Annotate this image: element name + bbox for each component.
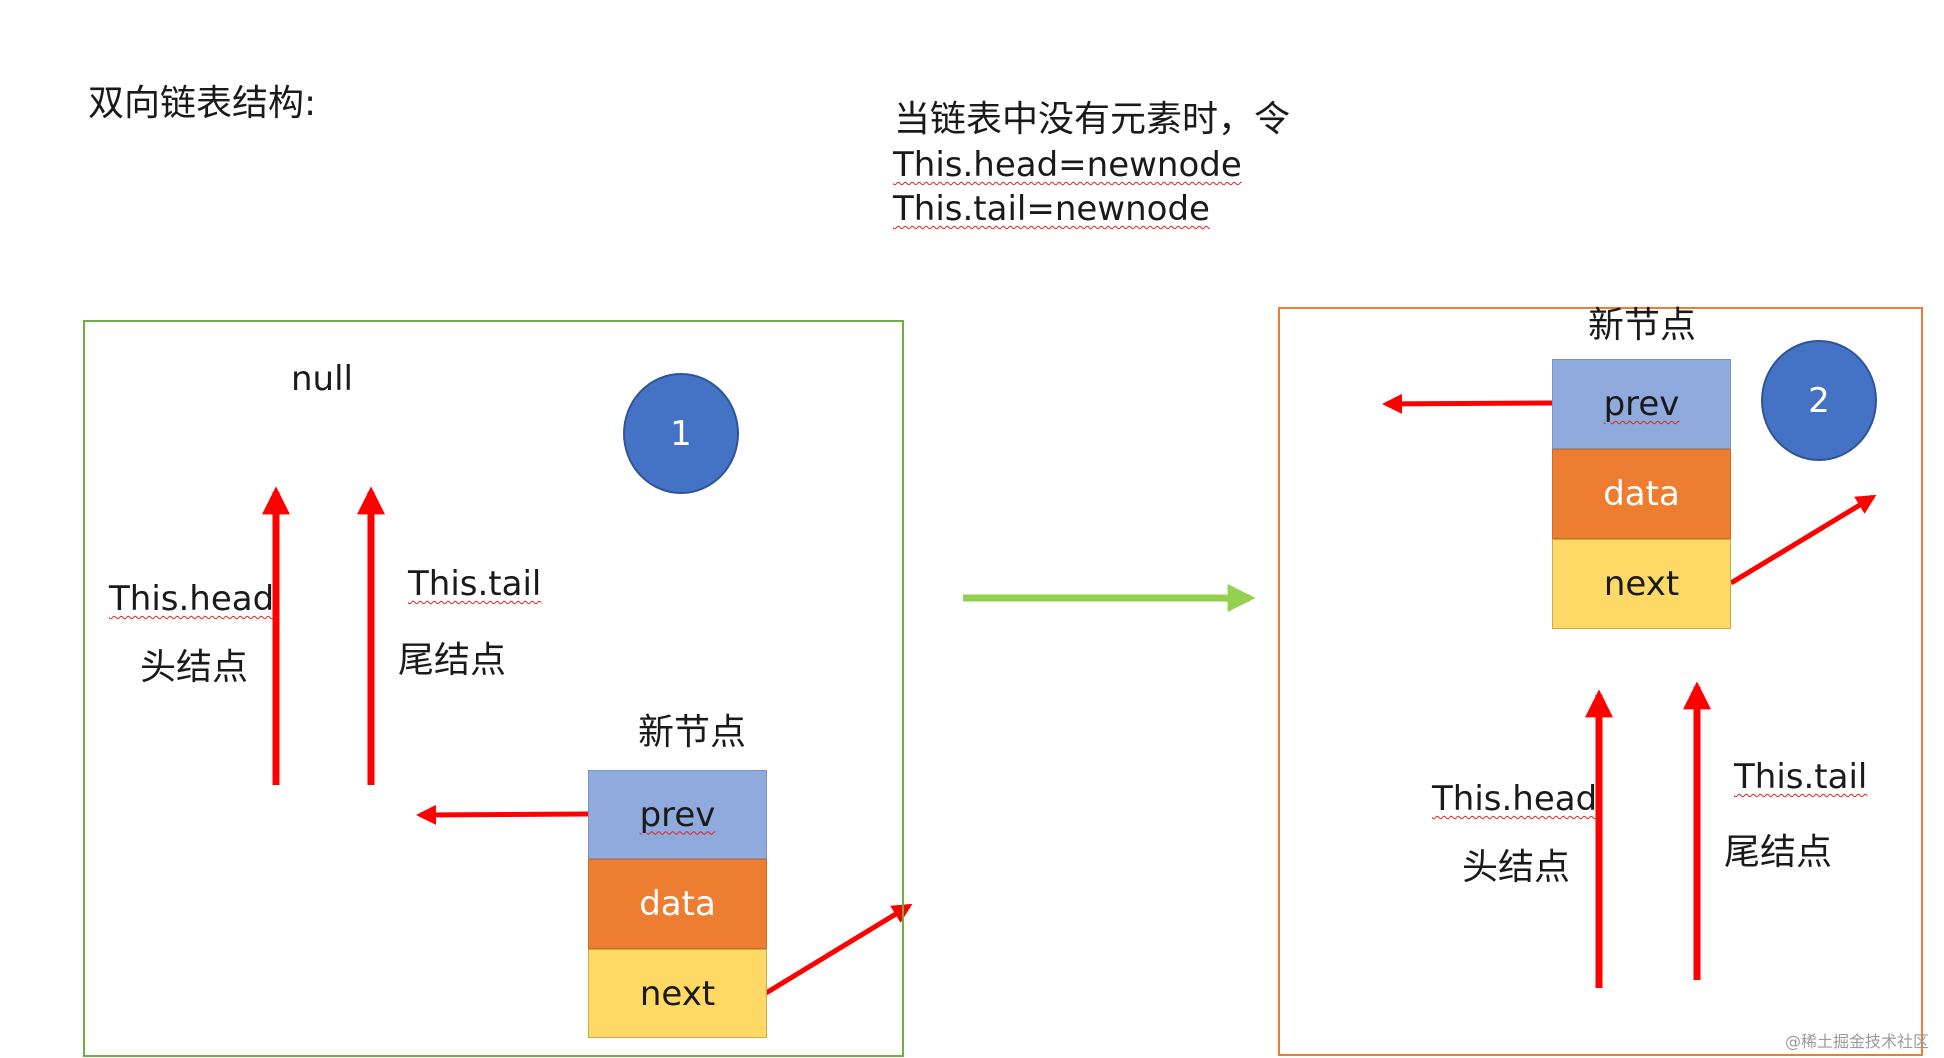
right-new-node-label: 新节点 [1588, 305, 1697, 346]
step-badge-2: 2 [1761, 340, 1877, 461]
condition-line-2: This.head=newnode [893, 145, 1242, 185]
right-prev-pointer-arrow [1382, 393, 1553, 414]
right-node-prev-cell: prev [1552, 359, 1731, 449]
left-node-prev-text: prev [639, 794, 716, 835]
right-node-prev-text: prev [1603, 384, 1680, 424]
right-head-cn-label: 头结点 [1462, 847, 1571, 888]
right-head-code-label: This.head [1432, 779, 1598, 819]
null-label: null [291, 359, 353, 399]
left-new-node-label: 新节点 [638, 712, 747, 753]
left-node-next-text: next [639, 973, 716, 1014]
watermark: @稀土掘金技术社区 [1785, 1032, 1930, 1051]
left-node-prev-cell: prev [588, 770, 767, 859]
left-tail-code-label: This.tail [408, 564, 542, 604]
left-panel-frame [83, 320, 904, 1057]
left-node-data-text: data [639, 884, 716, 924]
right-panel-frame [1278, 307, 1923, 1056]
right-node-data-text: data [1603, 474, 1680, 514]
step-number-1: 1 [670, 413, 692, 454]
right-node-next-cell: next [1552, 539, 1731, 629]
left-next-pointer-arrow [764, 903, 913, 996]
step-number-2: 2 [1808, 380, 1830, 421]
left-prev-pointer-arrow [416, 804, 589, 825]
right-next-pointer-arrow [1729, 494, 1877, 586]
diagram-title: 双向链表结构: [88, 83, 317, 124]
step-badge-1: 1 [623, 373, 739, 494]
condition-line-1: 当链表中没有元素时，令 [894, 99, 1291, 140]
left-tail-cn-label: 尾结点 [398, 640, 507, 681]
condition-line-3: This.tail=newnode [893, 189, 1210, 229]
right-tail-code-label: This.tail [1734, 757, 1868, 797]
right-node-next-text: next [1603, 564, 1680, 604]
right-tail-cn-label: 尾结点 [1724, 832, 1833, 873]
left-head-code-label: This.head [109, 579, 275, 619]
left-head-cn-label: 头结点 [140, 647, 249, 688]
left-node-next-cell: next [588, 949, 767, 1038]
left-node-data-cell: data [588, 859, 767, 949]
right-node-data-cell: data [1552, 449, 1731, 539]
